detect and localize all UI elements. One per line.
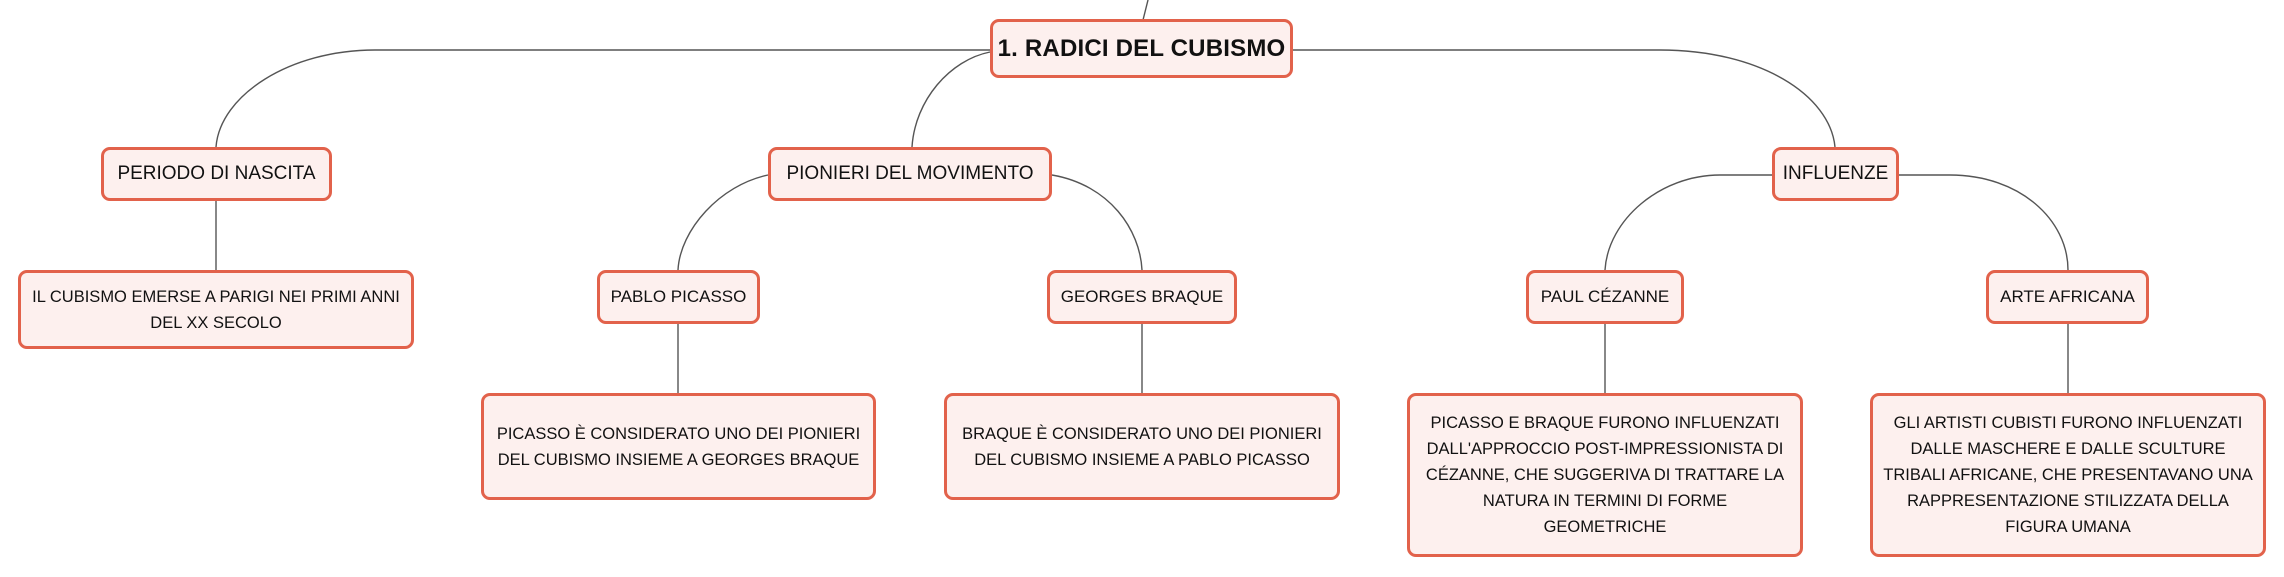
branch-influenze-label: INFLUENZE	[1782, 163, 1889, 184]
branch-periodo-di-nascita-label: PERIODO DI NASCITA	[117, 163, 316, 184]
node-paul-cezanne[interactable]: PAUL CÉZANNE	[1526, 270, 1684, 324]
connector-root-periodo	[215, 49, 990, 148]
node-georges-braque[interactable]: GEORGES BRAQUE	[1047, 270, 1237, 324]
connector-parent-to-root	[1142, 0, 1149, 21]
detail-pablo-picasso-text: PICASSO È CONSIDERATO UNO DEI PIONIERI D…	[496, 424, 861, 469]
node-arte-africana[interactable]: ARTE AFRICANA	[1986, 270, 2149, 324]
branch-pionieri-del-movimento[interactable]: PIONIERI DEL MOVIMENTO	[768, 147, 1052, 201]
connector-influenze-cezanne	[1604, 174, 1772, 271]
connector-pionieri-braque	[1051, 174, 1143, 271]
detail-pablo-picasso[interactable]: PICASSO È CONSIDERATO UNO DEI PIONIERI D…	[481, 393, 876, 500]
connector-influenze-arte	[1899, 174, 2069, 271]
detail-paul-cezanne-text: PICASSO E BRAQUE FURONO INFLUENZATI DALL…	[1425, 414, 1785, 536]
node-georges-braque-label: GEORGES BRAQUE	[1060, 287, 1224, 306]
root-node[interactable]: 1. RADICI DEL CUBISMO	[990, 19, 1293, 78]
detail-periodo-di-nascita[interactable]: IL CUBISMO EMERSE A PARIGI NEI PRIMI ANN…	[18, 270, 414, 349]
detail-georges-braque-text: BRAQUE È CONSIDERATO UNO DEI PIONIERI DE…	[962, 424, 1322, 469]
node-paul-cezanne-label: PAUL CÉZANNE	[1540, 287, 1670, 306]
node-pablo-picasso[interactable]: PABLO PICASSO	[597, 270, 760, 324]
detail-periodo-di-nascita-text: IL CUBISMO EMERSE A PARIGI NEI PRIMI ANN…	[32, 287, 400, 332]
detail-arte-africana[interactable]: GLI ARTISTI CUBISTI FURONO INFLUENZATI D…	[1870, 393, 2266, 557]
branch-influenze[interactable]: INFLUENZE	[1772, 147, 1899, 201]
branch-pionieri-del-movimento-label: PIONIERI DEL MOVIMENTO	[786, 163, 1034, 184]
detail-georges-braque[interactable]: BRAQUE È CONSIDERATO UNO DEI PIONIERI DE…	[944, 393, 1340, 500]
connector-root-pionieri	[911, 51, 991, 148]
connector-root-influenze	[1293, 49, 1836, 148]
node-pablo-picasso-label: PABLO PICASSO	[610, 287, 747, 306]
node-arte-africana-label: ARTE AFRICANA	[2000, 287, 2135, 306]
branch-periodo-di-nascita[interactable]: PERIODO DI NASCITA	[101, 147, 332, 201]
detail-paul-cezanne[interactable]: PICASSO E BRAQUE FURONO INFLUENZATI DALL…	[1407, 393, 1803, 557]
detail-arte-africana-text: GLI ARTISTI CUBISTI FURONO INFLUENZATI D…	[1883, 414, 2253, 536]
connector-pionieri-picasso	[677, 174, 769, 271]
root-node-label: 1. RADICI DEL CUBISMO	[997, 34, 1286, 62]
